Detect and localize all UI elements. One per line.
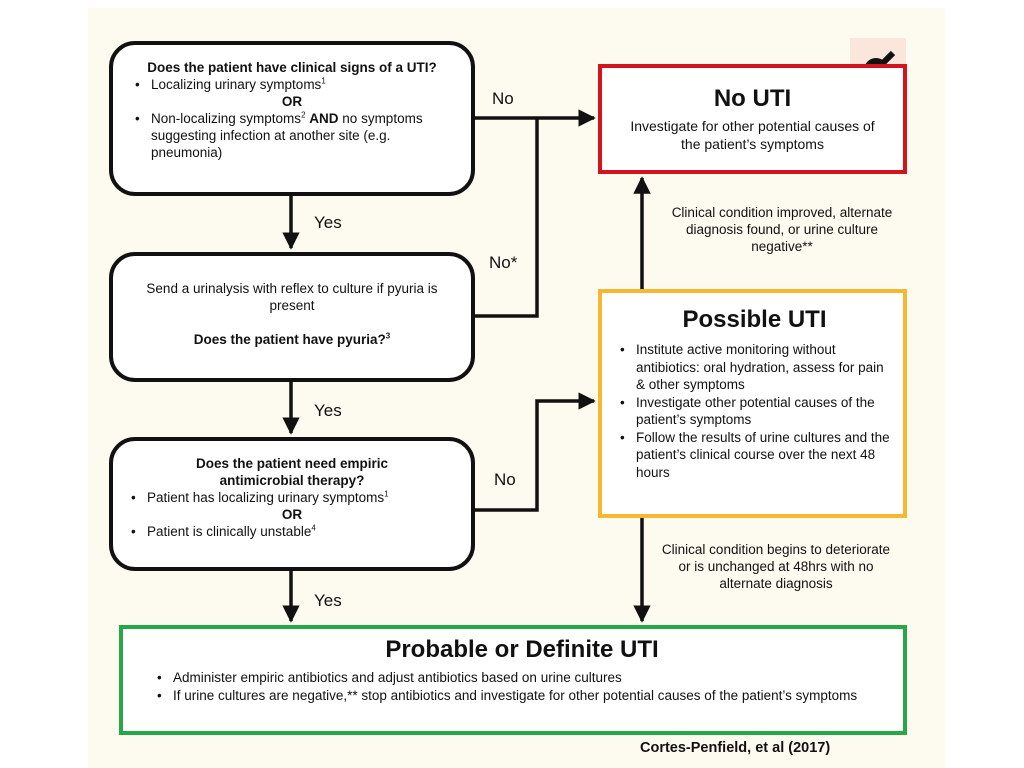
list-item: Investigate other potential causes of th… — [620, 394, 893, 429]
question-pyuria-title: Does the patient have pyuria?3 — [193, 331, 391, 347]
list-item: Institute active monitoring without anti… — [620, 341, 893, 394]
yes-label-q3: Yes — [314, 591, 342, 610]
no-label-q2: No* — [489, 253, 518, 272]
question-empiric-therapy-title: Does the patient need empiric antimicrob… — [195, 456, 389, 488]
arrow-q2-no-path — [475, 118, 539, 318]
no-uti-box: No UTI Investigate for other potential c… — [598, 64, 907, 174]
question-clinical-signs-title: Does the patient have clinical signs of … — [147, 60, 437, 75]
possible-uti-list: Institute active monitoring without anti… — [616, 341, 893, 481]
citation: Cortes-Penfield, et al (2017) — [640, 740, 831, 756]
no-label-q1: No — [492, 89, 514, 108]
probable-uti-title: Probable or Definite UTI — [385, 636, 659, 663]
question-pyuria-box: Send a urinalysis with reflex to culture… — [109, 252, 475, 382]
no-label-q3: No — [494, 470, 516, 489]
yes-label-q2: Yes — [314, 401, 342, 420]
list-item: Follow the results of urine cultures and… — [620, 429, 893, 482]
list-item: If urine cultures are negative,** stop a… — [157, 687, 891, 705]
list-item: Administer empiric antibiotics and adjus… — [157, 669, 891, 687]
list-item: Patient is clinically unstable4 — [131, 523, 457, 540]
possible-uti-title: Possible UTI — [682, 306, 827, 333]
possible-uti-box: Possible UTI Institute active monitoring… — [598, 289, 907, 518]
or-label: OR — [281, 507, 303, 522]
improved-note: Clinical condition improved, alternate d… — [671, 205, 893, 254]
no-uti-title: No UTI — [713, 85, 792, 112]
yes-label-q1: Yes — [314, 213, 342, 232]
question-empiric-therapy-box: Does the patient need empiric antimicrob… — [109, 437, 475, 571]
deteriorate-note: Clinical condition begins to deteriorate… — [661, 542, 891, 591]
clinical-signs-list: Localizing urinary symptoms1 — [131, 76, 453, 93]
urinalysis-instruction: Send a urinalysis with reflex to culture… — [146, 281, 438, 313]
list-item: Non-localizing symptoms2 AND no symptoms… — [135, 110, 453, 161]
list-item: Localizing urinary symptoms1 — [135, 76, 453, 93]
question-clinical-signs-box: Does the patient have clinical signs of … — [109, 41, 475, 196]
probable-uti-list: Administer empiric antibiotics and adjus… — [153, 669, 891, 704]
or-label: OR — [281, 94, 303, 109]
list-item: Patient has localizing urinary symptoms1 — [131, 489, 457, 506]
no-uti-text: Investigate for other potential causes o… — [630, 118, 875, 152]
probable-uti-box: Probable or Definite UTI Administer empi… — [119, 625, 907, 735]
arrow-q3-to-possible — [475, 392, 596, 512]
